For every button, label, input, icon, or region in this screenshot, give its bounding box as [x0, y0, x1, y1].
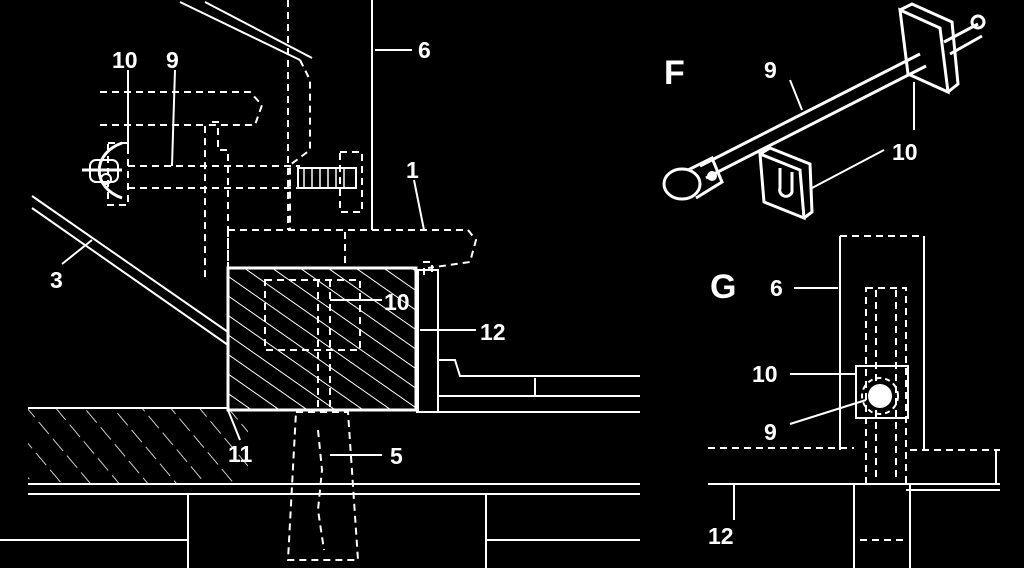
label-6: 6 [418, 37, 431, 63]
stringer-3-b [31, 207, 229, 346]
leader-9 [171, 69, 176, 167]
label-g-9: 9 [764, 419, 777, 445]
beam-outline [226, 266, 418, 412]
label-f-9: 9 [764, 57, 777, 83]
label-10: 10 [112, 47, 138, 73]
rod-bottom [705, 64, 927, 180]
cap-hole [100, 173, 112, 185]
rod-tip [970, 14, 986, 30]
cap-nut-hole [707, 171, 717, 181]
anchor-crack [316, 429, 325, 551]
leader-11 [227, 409, 241, 441]
detail-g: G 6 10 9 12 [708, 235, 1000, 568]
label-5: 5 [390, 443, 403, 469]
label-1: 1 [406, 157, 419, 183]
nosing-profile [212, 121, 229, 275]
main-section: 10 9 6 1 3 10 12 11 5 [0, 0, 640, 568]
label-9: 9 [166, 47, 179, 73]
label-g: G [710, 268, 736, 306]
leader-f-9 [789, 79, 803, 111]
leader-g-9 [789, 399, 867, 425]
rod-top [699, 52, 921, 168]
leader-f-10b [811, 149, 885, 189]
plate-1 [228, 229, 478, 269]
beam-hatching [228, 268, 416, 410]
leader-1 [413, 179, 425, 231]
stringer-3-a [31, 195, 229, 333]
bolt-g [868, 384, 892, 408]
cap-nut-body [687, 155, 724, 200]
leader-3 [61, 239, 93, 265]
end-plate-side [899, 2, 960, 94]
slotted-washer [758, 151, 806, 221]
slab-hatching [28, 408, 248, 484]
label-g-6: 6 [770, 275, 783, 301]
washer-10 [107, 142, 129, 206]
bolt-g-ring [861, 377, 899, 415]
post-notch [289, 59, 311, 230]
washer-right [339, 151, 363, 213]
thread-marks [303, 168, 345, 188]
floor-board-top [438, 359, 640, 377]
label-g-10: 10 [752, 361, 778, 387]
label-10b: 10 [384, 289, 410, 315]
rod-end-top [943, 22, 979, 44]
detail-f: F 9 10 [662, 2, 986, 221]
cap-nut-f [662, 167, 702, 201]
beam-inner-washer [264, 279, 361, 351]
stringer-line-top [179, 1, 301, 61]
tread-profile [100, 91, 264, 280]
label-f: F [664, 54, 685, 92]
label-11: 11 [228, 441, 253, 467]
ledger-12 [417, 269, 439, 413]
end-plate [898, 7, 950, 95]
bolt-thread [297, 167, 357, 189]
label-g-12: 12 [708, 523, 734, 549]
ledger-top [423, 261, 433, 275]
washer-g [855, 365, 909, 419]
cap-nut [89, 159, 119, 183]
label-12: 12 [480, 319, 506, 345]
label-3: 3 [50, 267, 63, 293]
stringer-line-top-2 [204, 1, 313, 59]
washer-slot [778, 168, 794, 198]
slotted-washer-side [759, 146, 814, 220]
label-f-10: 10 [892, 139, 918, 165]
